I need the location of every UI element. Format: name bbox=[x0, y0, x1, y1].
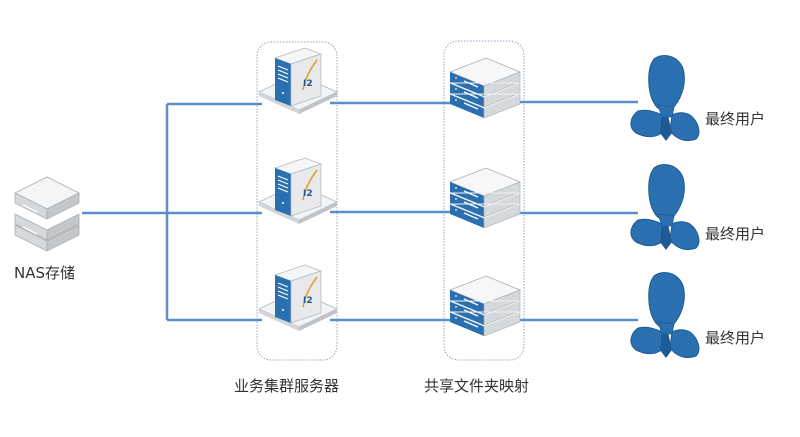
tower-server-icon bbox=[258, 47, 338, 115]
nas-storage-icon bbox=[14, 176, 80, 252]
rack-server-icon bbox=[449, 167, 521, 229]
user-icon bbox=[630, 271, 700, 359]
user-icon bbox=[630, 54, 700, 142]
user-label-3: 最终用户 bbox=[705, 329, 766, 347]
user-icon bbox=[630, 163, 700, 251]
links bbox=[82, 100, 638, 322]
server-group-label: 业务集群服务器 bbox=[234, 377, 340, 395]
nas-label: NAS存储 bbox=[14, 264, 76, 282]
tower-server-icon bbox=[258, 157, 338, 225]
tower-server-icon bbox=[258, 264, 338, 332]
share-group-label: 共享文件夹映射 bbox=[424, 377, 530, 395]
server-group-box bbox=[256, 41, 338, 361]
rack-server-icon bbox=[449, 57, 521, 119]
rack-server-icon bbox=[449, 275, 521, 337]
share-group-box bbox=[443, 40, 525, 361]
user-label-1: 最终用户 bbox=[705, 110, 766, 128]
user-label-2: 最终用户 bbox=[705, 225, 766, 243]
